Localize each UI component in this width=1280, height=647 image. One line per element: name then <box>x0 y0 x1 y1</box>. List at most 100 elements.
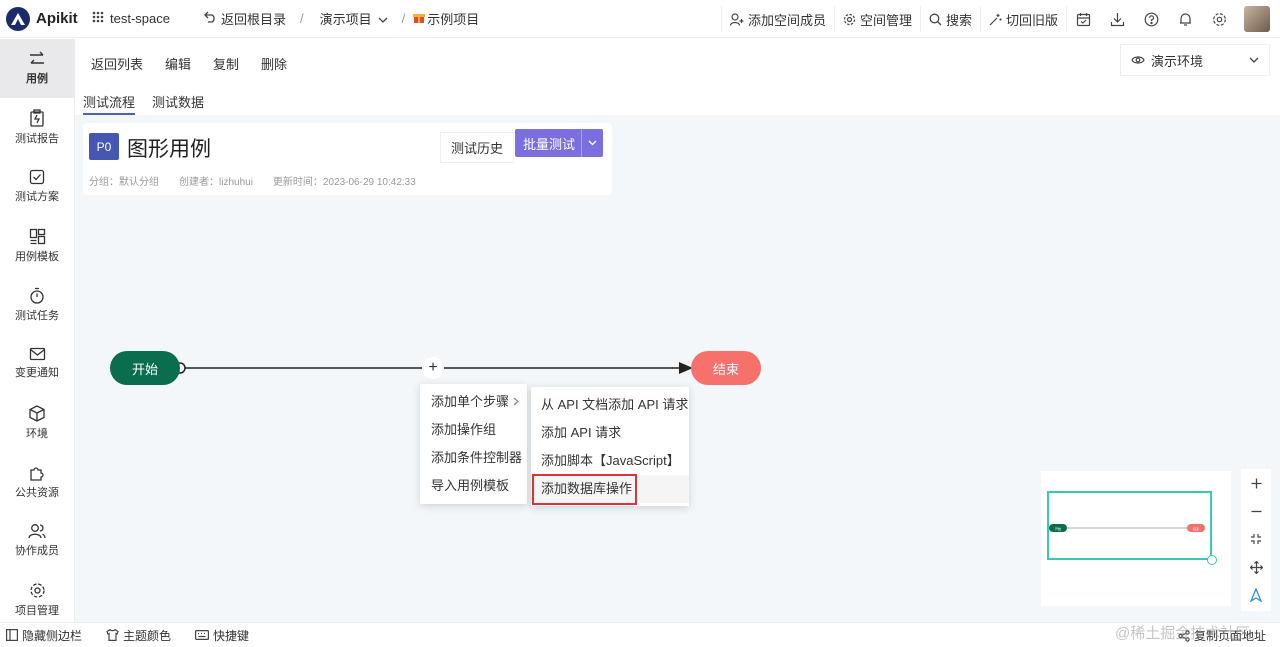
sidebar-item-label: 变更通知 <box>15 367 59 379</box>
settings-button[interactable] <box>1202 6 1236 32</box>
brand-name: Apikit <box>36 10 78 27</box>
pan-button[interactable] <box>1241 553 1271 581</box>
sidebar-item-label: 测试报告 <box>15 133 59 145</box>
calendar-button[interactable] <box>1066 6 1100 32</box>
back-list-button[interactable]: 返回列表 <box>91 56 144 72</box>
minimap-resize-handle[interactable] <box>1207 555 1217 565</box>
back-root-link[interactable]: 返回根目录 <box>204 9 286 28</box>
theme-color-label: 主题颜色 <box>123 628 172 643</box>
calendar-icon <box>1076 12 1091 26</box>
start-node[interactable]: 开始 <box>110 351 180 385</box>
minimap-viewport[interactable] <box>1047 491 1212 560</box>
avatar[interactable] <box>1244 6 1270 32</box>
add-step-button[interactable]: + <box>422 357 444 379</box>
cube-icon <box>29 404 45 422</box>
end-node[interactable]: 结束 <box>691 351 761 385</box>
tab-test-data[interactable]: 测试数据 <box>152 95 205 110</box>
zoom-out-button[interactable] <box>1241 497 1271 525</box>
bottom-bar: 隐藏侧边栏 主题颜色 快捷键 复制页面地址 <box>0 622 1280 647</box>
sidebar-item-members[interactable]: 协作成员 <box>0 511 74 570</box>
menu-item-single-step[interactable]: 添加单个步骤 <box>420 388 527 416</box>
timer-icon <box>30 287 44 304</box>
search-icon <box>929 13 942 25</box>
sidebar-item-resources[interactable]: 公共资源 <box>0 452 74 511</box>
sidebar-item-cases[interactable]: 用例 <box>0 39 74 98</box>
tab-test-flow[interactable]: 测试流程 <box>83 87 136 115</box>
batch-test-dropdown[interactable] <box>581 129 603 157</box>
flow-canvas[interactable]: P0 图形用例 测试历史 批量测试 分组：默认分组 创建者：lizhuhui 更… <box>75 115 1280 622</box>
sidebar-item-reports[interactable]: 测试报告 <box>0 98 74 157</box>
edit-button[interactable]: 编辑 <box>165 56 192 72</box>
eye-icon <box>1131 56 1145 64</box>
checkbox-icon <box>29 169 45 185</box>
back-root-label: 返回根目录 <box>220 12 286 27</box>
gear-icon <box>1212 12 1226 26</box>
sidebar-icon <box>6 629 18 641</box>
case-group: 分组：默认分组 <box>89 177 159 188</box>
share-icon <box>1178 629 1190 642</box>
old-version-button[interactable]: 切回旧版 <box>979 6 1066 32</box>
sidebar-item-label: 测试方案 <box>15 191 59 203</box>
clipboard-icon <box>30 109 44 127</box>
sidebar-item-label: 测试任务 <box>15 309 59 322</box>
project-select[interactable]: 演示项目 <box>320 9 388 28</box>
search-button[interactable]: 搜索 <box>919 6 980 32</box>
search-label: 搜索 <box>945 12 972 28</box>
gear-icon <box>843 13 856 25</box>
chevron-down-icon <box>378 11 388 26</box>
submenu-item-script[interactable]: 添加脚本【JavaScript】 <box>541 453 680 468</box>
minimap-start-label: 开始 <box>1055 526 1061 531</box>
apikit-logo-icon <box>6 6 30 31</box>
sidebar-item-tasks[interactable]: 测试任务 <box>0 275 74 334</box>
space-manage-button[interactable]: 空间管理 <box>833 6 920 32</box>
minimap[interactable]: 开始 结束 <box>1041 471 1231 606</box>
menu-item-group[interactable]: 添加操作组 <box>431 422 497 437</box>
menu-item-import-template[interactable]: 导入用例模板 <box>431 478 510 493</box>
download-button[interactable] <box>1100 6 1134 32</box>
menu-item-condition[interactable]: 添加条件控制器 <box>431 450 523 465</box>
shirt-icon <box>106 629 119 641</box>
add-member-button[interactable]: 添加空间成员 <box>720 6 834 32</box>
space-switcher[interactable]: test-space <box>92 11 170 26</box>
sidebar-item-plans[interactable]: 测试方案 <box>0 157 74 216</box>
zoom-in-button[interactable] <box>1241 469 1271 497</box>
submenu-item-from-api-doc[interactable]: 从 API 文档添加 API 请求 <box>541 397 689 412</box>
top-bar: Apikit test-space 返回根目录 / 演示项目 / 示例项目 添加… <box>0 0 1280 38</box>
brand[interactable]: Apikit <box>0 6 80 31</box>
environment-select[interactable]: 演示环境 <box>1120 44 1270 76</box>
delete-button[interactable]: 删除 <box>261 56 288 72</box>
select-mode-button[interactable] <box>1241 581 1271 609</box>
switch-icon <box>30 51 44 64</box>
test-history-button[interactable]: 测试历史 <box>440 132 515 163</box>
environment-label: 演示环境 <box>1151 53 1204 69</box>
notification-button[interactable] <box>1168 6 1202 32</box>
keyboard-icon <box>195 630 210 640</box>
batch-test-button[interactable]: 批量测试 <box>515 129 603 157</box>
minus-icon <box>1251 510 1261 512</box>
sidebar-item-project-settings[interactable]: 项目管理 <box>0 570 74 629</box>
copy-url-label: 复制页面地址 <box>1193 629 1266 643</box>
submenu-item-api-request[interactable]: 添加 API 请求 <box>541 425 622 440</box>
sidebar-item-notifications[interactable]: 变更通知 <box>0 334 74 393</box>
fit-view-button[interactable] <box>1241 525 1271 553</box>
sidebar-item-templates[interactable]: 用例模板 <box>0 216 74 275</box>
copy-button[interactable]: 复制 <box>213 56 240 72</box>
sidebar: 用例 测试报告 测试方案 用例模板 测试任务 变更通知 环境 公共资源 协作成员… <box>0 39 75 622</box>
grid-icon <box>92 11 104 26</box>
shortcuts-button[interactable]: 快捷键 <box>195 627 249 644</box>
help-button[interactable] <box>1134 6 1168 32</box>
batch-test-label: 批量测试 <box>523 136 576 152</box>
user-add-icon <box>729 12 744 26</box>
bell-icon <box>1179 12 1191 26</box>
project-select-label: 演示项目 <box>319 12 372 27</box>
users-icon <box>28 524 46 539</box>
copy-url-button[interactable]: 复制页面地址 <box>1178 627 1266 644</box>
hide-sidebar-button[interactable]: 隐藏侧边栏 <box>6 627 82 644</box>
case-title: 图形用例 <box>127 138 211 161</box>
submenu-item-database[interactable]: 添加数据库操作 <box>531 475 689 503</box>
theme-color-button[interactable]: 主题颜色 <box>106 627 171 644</box>
project-link[interactable]: 示例项目 <box>413 9 479 28</box>
sidebar-item-environment[interactable]: 环境 <box>0 393 74 452</box>
case-tabs: 测试流程 测试数据 <box>75 87 221 115</box>
compress-icon <box>1251 534 1261 544</box>
